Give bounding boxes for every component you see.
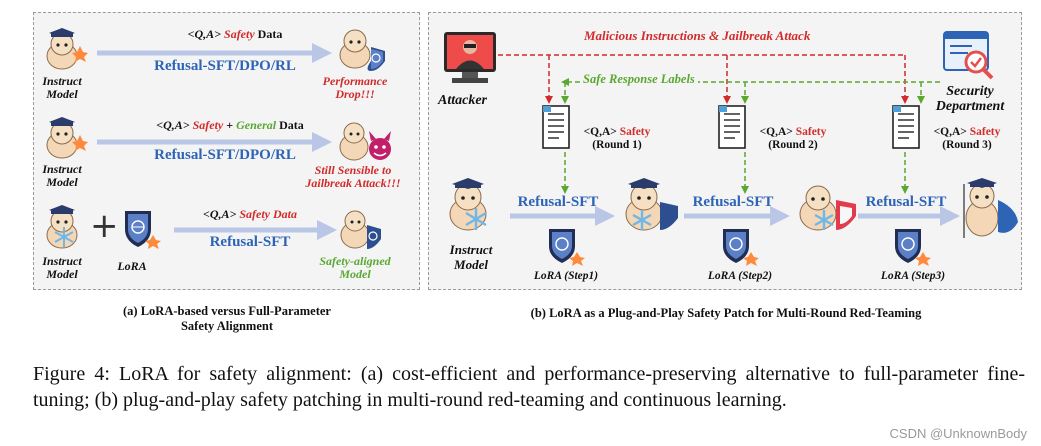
llama-red-shield-icon — [799, 185, 856, 231]
lora-step3-label: LoRA (Step3) — [880, 270, 946, 282]
method-label-row1: Refusal-SFT/DPO/RL — [154, 58, 296, 74]
attacker-label: Attacker — [438, 93, 487, 108]
llama-snowflake-icon — [449, 178, 487, 231]
instruct-model-label-row2: Instruct Model — [42, 162, 82, 189]
qa-label: <Q,A> — [187, 27, 222, 41]
llama-mascot-icon — [46, 117, 88, 159]
instruct-model-label-row1: Instruct Model — [42, 74, 82, 101]
round-label-2: <Q,A> Safety (Round 2) — [748, 126, 838, 152]
method-label-step3: Refusal-SFT — [865, 194, 947, 210]
round-safety: Safety — [969, 126, 1001, 138]
document-icon — [718, 105, 746, 149]
llama-devil-icon — [339, 122, 391, 161]
document-icon — [542, 105, 570, 149]
method-label-step2: Refusal-SFT — [692, 194, 774, 210]
llama-snowflake-icon — [46, 205, 78, 249]
round-label-3: <Q,A> Safety (Round 3) — [922, 126, 1012, 152]
llama-shield-icon — [339, 29, 385, 71]
round-qa: <Q,A> — [583, 126, 617, 138]
lora-label: LoRA — [117, 259, 147, 273]
outcome-row2: Still Sensible to Jailbreak Attack!!! — [305, 163, 401, 190]
watermark: CSDN @UnknownBody — [889, 426, 1027, 441]
outcome-row3: Safety-aligned Model — [319, 254, 391, 281]
data-label: Data — [279, 118, 304, 132]
safety-label: Safety Data — [239, 207, 297, 221]
method-label-row3: Refusal-SFT — [209, 234, 291, 250]
llama-shield-icon — [340, 210, 381, 249]
plus-icon: + — [90, 206, 119, 246]
safe-response-labels: Safe Response Labels — [580, 72, 698, 87]
security-department-icon — [943, 31, 994, 80]
lora-step1-label: LoRA (Step1) — [533, 270, 599, 282]
lora-shield-icon — [125, 211, 161, 249]
round-number: (Round 1) — [592, 139, 642, 151]
document-icon — [892, 105, 920, 149]
round-label-1: <Q,A> Safety (Round 1) — [572, 126, 662, 152]
round-qa: <Q,A> — [759, 126, 793, 138]
malicious-instructions-label: Malicious Instructions & Jailbreak Attac… — [584, 28, 811, 43]
method-label-step1: Refusal-SFT — [517, 194, 599, 210]
data-label-row3: <Q,A> Safety Data — [180, 207, 320, 222]
plus-label: + — [226, 118, 234, 132]
llama-final-model-icon — [963, 178, 1018, 238]
qa-label: <Q,A> — [156, 118, 190, 132]
round-number: (Round 2) — [768, 139, 818, 151]
round-safety: Safety — [619, 126, 651, 138]
llama-snowflake-shield-icon — [625, 178, 678, 231]
round-safety: Safety — [795, 126, 827, 138]
outcome-row1: Performance Drop!!! — [322, 74, 388, 101]
data-label-row1: <Q,A> Safety Data — [150, 27, 320, 42]
qa-label: <Q,A> — [202, 207, 237, 221]
instruct-model-label-row3: Instruct Model — [42, 254, 82, 281]
security-department-label: Security Department — [935, 84, 1005, 114]
figure-caption: Figure 4: LoRA for safety alignment: (a)… — [33, 363, 1025, 411]
instruct-model-label-b: Instruct Model — [449, 242, 493, 272]
lora-step2-label: LoRA (Step2) — [707, 270, 773, 282]
round-number: (Round 3) — [942, 139, 992, 151]
attacker-icon — [444, 32, 496, 83]
lora-shield-icon — [549, 229, 585, 266]
lora-shield-icon — [895, 229, 931, 266]
round-qa: <Q,A> — [933, 126, 967, 138]
data-label: Data — [257, 27, 283, 41]
llama-mascot-icon — [46, 28, 88, 70]
safety-label: Safety — [224, 27, 255, 41]
general-label: General — [236, 118, 277, 132]
lora-shield-icon — [723, 229, 759, 266]
method-label-row2: Refusal-SFT/DPO/RL — [154, 147, 296, 163]
caption-a: (a) LoRA-based versus Full-Parameter Saf… — [123, 304, 331, 333]
data-label-row2: <Q,A> Safety + General Data — [115, 118, 345, 133]
safety-label: Safety — [192, 118, 224, 132]
caption-b: (b) LoRA as a Plug-and-Play Safety Patch… — [530, 306, 922, 320]
